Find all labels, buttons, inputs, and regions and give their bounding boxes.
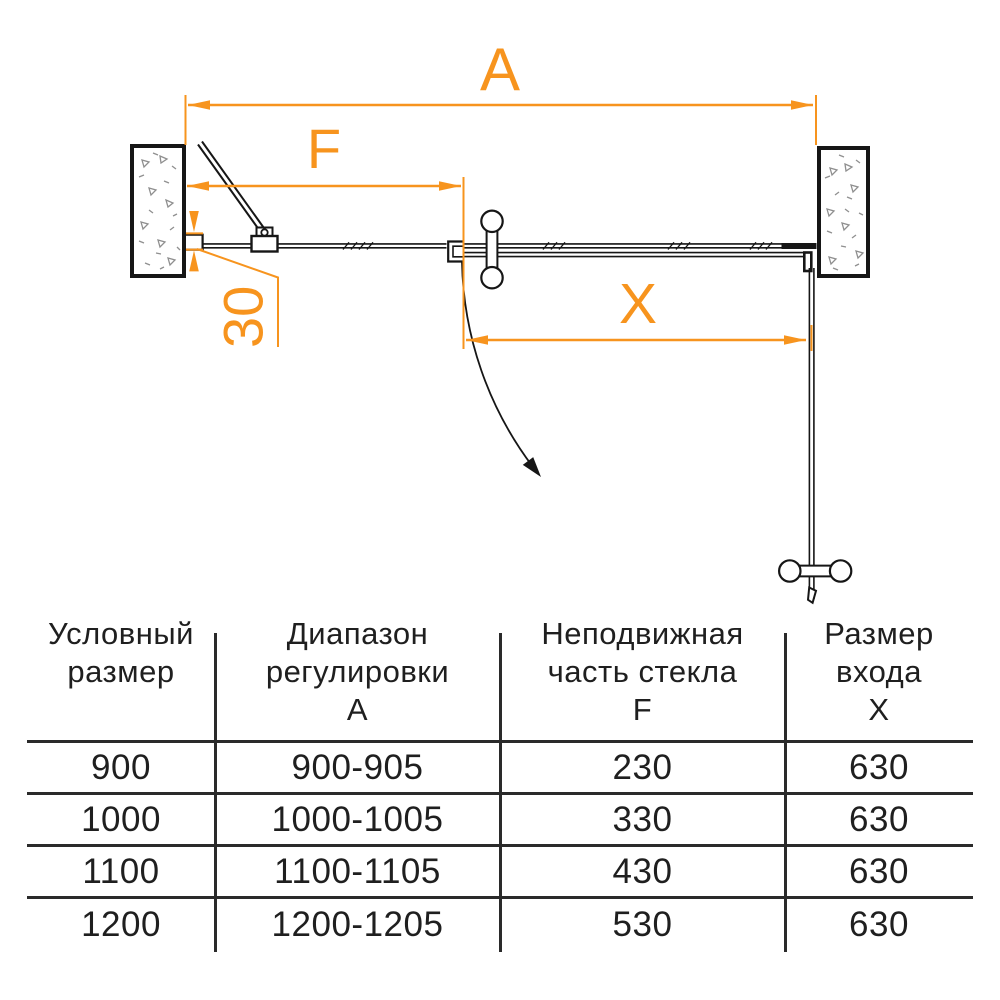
header-line: регулировки	[265, 654, 450, 689]
table-row: 900 900-905 230 630	[27, 743, 973, 792]
dim-x-label: X	[619, 272, 657, 336]
dimension-x: X	[466, 272, 813, 351]
top-support-glass	[462, 241, 783, 250]
col-header-adjustment-range: Диапазон регулировки А	[215, 615, 500, 737]
door-stop-channel	[446, 240, 463, 263]
header-line: входа	[835, 654, 922, 689]
door-handle-closed	[480, 209, 504, 290]
header-letter: F	[632, 692, 653, 727]
cell-range-a: 1200-1205	[271, 905, 444, 944]
cell-size: 1100	[82, 851, 160, 891]
table-row: 1100 1100-1105 430 630	[27, 847, 973, 896]
col-header-entry-size: Размер входа X	[785, 615, 973, 737]
glass-break-symbol	[542, 241, 773, 250]
table-grid-line	[783, 633, 787, 952]
arc-arrowhead	[522, 457, 541, 477]
cell-range-a: 1000-1005	[271, 799, 444, 839]
wall-profile-left	[186, 233, 204, 251]
header-line: размер	[67, 654, 175, 689]
cell-entry-x: 630	[849, 799, 909, 839]
col-header-fixed-glass: Неподвижная часть стекла F	[500, 615, 785, 737]
technical-drawing: A F X 30	[130, 36, 870, 605]
door-swing-arc	[461, 261, 541, 477]
header-letter: X	[868, 692, 890, 727]
cell-fixed-f: 230	[612, 747, 673, 787]
dimension-30: 30	[186, 211, 279, 348]
door-closed-glass	[448, 251, 806, 258]
cell-fixed-f: 330	[612, 799, 673, 839]
cell-fixed-f: 430	[612, 851, 673, 891]
header-line: Размер	[824, 616, 934, 651]
right-wall	[817, 146, 870, 278]
cell-entry-x: 630	[849, 851, 909, 891]
cell-entry-x: 630	[849, 747, 909, 787]
size-table: Условный размер Диапазон регулировки А Н…	[27, 615, 973, 960]
fixed-glass	[197, 241, 459, 250]
col-header-nominal-size: Условный размер	[27, 615, 215, 737]
table-grid-line	[213, 633, 217, 952]
door-handle-open	[777, 559, 853, 583]
wall-bracket-right	[781, 243, 817, 273]
door-open-glass	[806, 268, 818, 605]
left-wall	[130, 144, 186, 278]
header-line: Неподвижная	[541, 616, 744, 651]
glass-break-symbol	[342, 241, 374, 250]
header-line: часть стекла	[547, 654, 738, 689]
dimension-a: A	[184, 36, 817, 145]
table-row: 1000 1000-1005 330 630	[27, 795, 973, 844]
header-letter: А	[346, 692, 369, 727]
support-bar	[197, 140, 279, 253]
dim-f-label: F	[307, 117, 341, 180]
cell-size: 1000	[81, 799, 161, 839]
dim-a-label: A	[480, 36, 520, 103]
cell-fixed-f: 530	[612, 905, 673, 944]
dimension-f: F	[187, 117, 465, 349]
dim-30-label: 30	[212, 286, 275, 348]
header-line: Диапазон	[286, 616, 429, 651]
cell-range-a: 1100-1105	[274, 851, 441, 891]
header-line: Условный	[48, 616, 194, 651]
cell-size: 900	[91, 747, 151, 787]
table-grid-line	[498, 633, 502, 952]
cell-range-a: 900-905	[291, 747, 424, 787]
table-row: 1200 1200-1205 530 630	[27, 899, 973, 951]
cell-size: 1200	[81, 905, 161, 944]
cell-entry-x: 630	[849, 905, 909, 944]
